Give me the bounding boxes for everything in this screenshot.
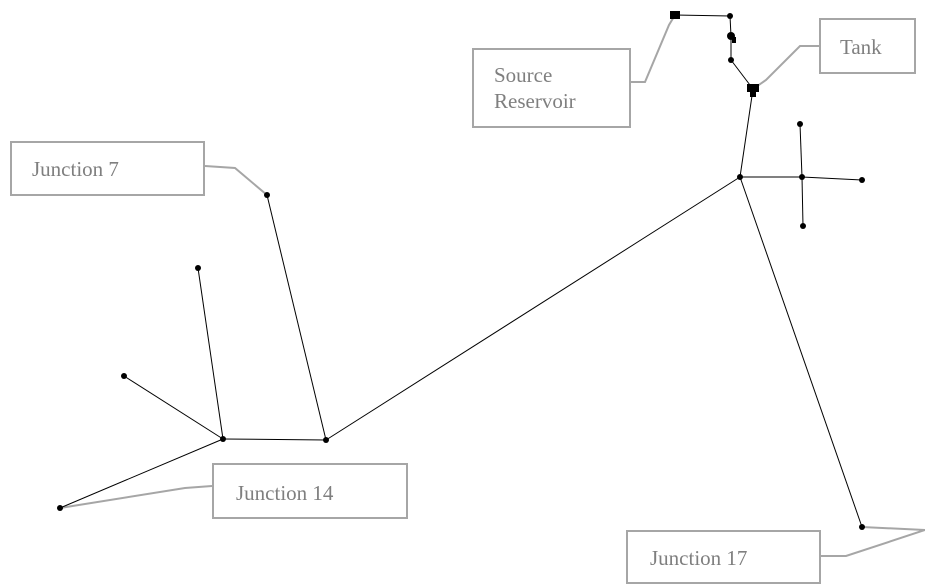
pipe bbox=[123, 375, 224, 440]
junction-17-label: Junction 17 bbox=[626, 530, 821, 584]
junction-node bbox=[859, 177, 865, 183]
junction-node bbox=[728, 57, 734, 63]
junction-7-label-text: Junction 7 bbox=[32, 157, 119, 181]
label-leader bbox=[821, 526, 925, 557]
junction-node bbox=[195, 265, 201, 271]
pipe bbox=[799, 123, 803, 178]
junction-14-label-text: Junction 14 bbox=[236, 481, 334, 505]
reservoir-and-tank bbox=[670, 11, 759, 97]
pipe bbox=[59, 438, 224, 509]
source-reservoir-label-line-2: Reservoir bbox=[494, 89, 576, 113]
label-leader bbox=[59, 485, 213, 509]
pipes bbox=[59, 14, 863, 528]
tank-symbol bbox=[747, 84, 759, 92]
reservoir-symbol bbox=[670, 11, 680, 19]
junction-node bbox=[800, 223, 806, 229]
tank-label: Tank bbox=[819, 18, 916, 74]
junction-node bbox=[859, 524, 865, 530]
pipe bbox=[801, 176, 863, 181]
tank-symbol-base bbox=[750, 91, 756, 97]
junction-node bbox=[323, 437, 329, 443]
pipe bbox=[739, 88, 754, 178]
label-leader bbox=[631, 14, 676, 83]
tank-label-text: Tank bbox=[840, 35, 882, 59]
pipe bbox=[222, 438, 327, 441]
valve-symbol bbox=[732, 37, 736, 43]
pipe bbox=[197, 267, 224, 440]
pipe bbox=[325, 176, 741, 441]
label-leaders bbox=[59, 14, 925, 557]
junction-7-label: Junction 7 bbox=[10, 141, 205, 196]
junction-node bbox=[737, 174, 743, 180]
pipe bbox=[739, 176, 863, 528]
junction-node bbox=[57, 505, 63, 511]
junction-node bbox=[264, 192, 270, 198]
label-leader bbox=[204, 165, 268, 196]
junction-14-label: Junction 14 bbox=[212, 463, 408, 519]
junction-node bbox=[121, 373, 127, 379]
label-leader bbox=[752, 45, 819, 90]
source-reservoir-label: Source Reservoir bbox=[472, 48, 631, 128]
junctions bbox=[57, 13, 865, 530]
pipe bbox=[801, 176, 804, 227]
pipe bbox=[674, 14, 731, 17]
junction-node bbox=[797, 121, 803, 127]
junction-node bbox=[220, 436, 226, 442]
junction-17-label-text: Junction 17 bbox=[650, 546, 748, 570]
pipe bbox=[266, 194, 327, 441]
junction-node bbox=[799, 174, 805, 180]
source-reservoir-label-line-1: Source bbox=[494, 63, 553, 87]
junction-node bbox=[727, 13, 733, 19]
